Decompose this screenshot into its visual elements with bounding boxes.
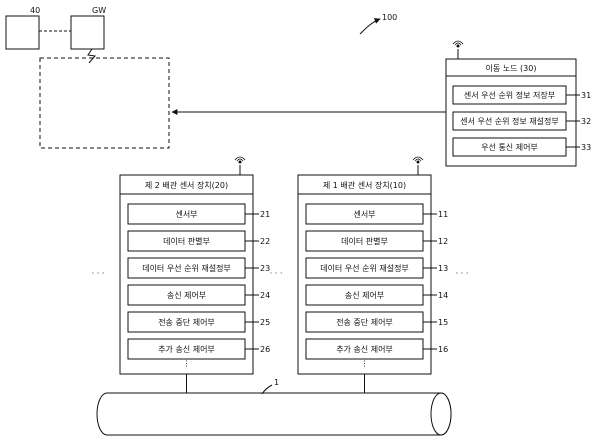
dashed-region	[40, 58, 169, 148]
component-label: 데이터 판별부	[163, 236, 210, 246]
ellipsis-right: · · ·	[456, 269, 469, 278]
component-label: 데이터 판별부	[341, 236, 388, 246]
mobile-ref-33: 33	[581, 143, 591, 152]
mobile-ref-31: 31	[581, 91, 591, 100]
mobile-item-31: 센서 우선 순위 정보 저장부	[464, 90, 555, 100]
component-ref: 13	[438, 264, 448, 273]
gateway-label: GW	[92, 6, 106, 15]
component-ref: 26	[260, 345, 270, 354]
mobile-item-33: 우선 통신 제어부	[481, 142, 538, 152]
pipe	[97, 393, 451, 435]
sensor-device-2: 제 2 배관 센서 장치(20) 센서부 21 데이터 판별부 22 데이터 우선 순위…	[120, 175, 270, 374]
gateway-node: GW	[71, 6, 106, 49]
component-label: 추가 송신 제어부	[158, 344, 215, 354]
component-ref: 14	[438, 291, 448, 300]
antenna-icon	[413, 157, 423, 175]
lightning-icon	[88, 49, 95, 63]
component-label: 센서부	[175, 209, 197, 219]
mobile-ref-32: 32	[581, 117, 591, 126]
antenna-icon	[235, 157, 245, 175]
figure-ref-100: 100	[360, 13, 397, 34]
mobile-item-32: 센서 우선 순위 정보 재설정부	[460, 116, 559, 126]
component-ref: 11	[438, 210, 448, 219]
component-label: 전송 중단 제어부	[336, 317, 393, 327]
sensor-device-1: 제 1 배관 센서 장치(10) 센서부 11 데이터 판별부 12 데이터 우선 순위…	[298, 175, 448, 374]
device-1-more: ⋮	[361, 359, 369, 368]
component-ref: 24	[260, 291, 270, 300]
component-label: 송신 제어부	[167, 290, 206, 300]
component-label: 송신 제어부	[345, 290, 384, 300]
antenna-icon	[453, 41, 463, 59]
device-2-more: ⋮	[183, 359, 191, 368]
component-ref: 21	[260, 210, 270, 219]
mobile-node: 이동 노드 (30) 센서 우선 순위 정보 저장부 31 센서 우선 순위 정…	[446, 59, 591, 166]
ellipsis-middle: · · ·	[270, 269, 283, 278]
mobile-node-title: 이동 노드 (30)	[486, 63, 537, 73]
component-label: 추가 송신 제어부	[336, 344, 393, 354]
component-ref: 12	[438, 237, 448, 246]
component-label: 데이터 우선 순위 재설정부	[320, 263, 409, 273]
pipe-ref-label: 1	[274, 378, 279, 387]
ellipsis-left: · · ·	[92, 269, 105, 278]
component-label: 센서부	[353, 209, 375, 219]
device-1-title: 제 1 배관 센서 장치(10)	[323, 180, 406, 190]
pipe-ref: 1	[262, 378, 279, 394]
component-label: 데이터 우선 순위 재설정부	[142, 263, 231, 273]
component-ref: 25	[260, 318, 270, 327]
component-ref: 16	[438, 345, 448, 354]
component-ref: 22	[260, 237, 270, 246]
component-label: 전송 중단 제어부	[158, 317, 215, 327]
component-ref: 15	[438, 318, 448, 327]
device-2-title: 제 2 배관 센서 장치(20)	[145, 180, 228, 190]
node-40: 40	[6, 6, 40, 49]
figure-ref-label: 100	[382, 13, 397, 22]
node-40-label: 40	[30, 6, 40, 15]
